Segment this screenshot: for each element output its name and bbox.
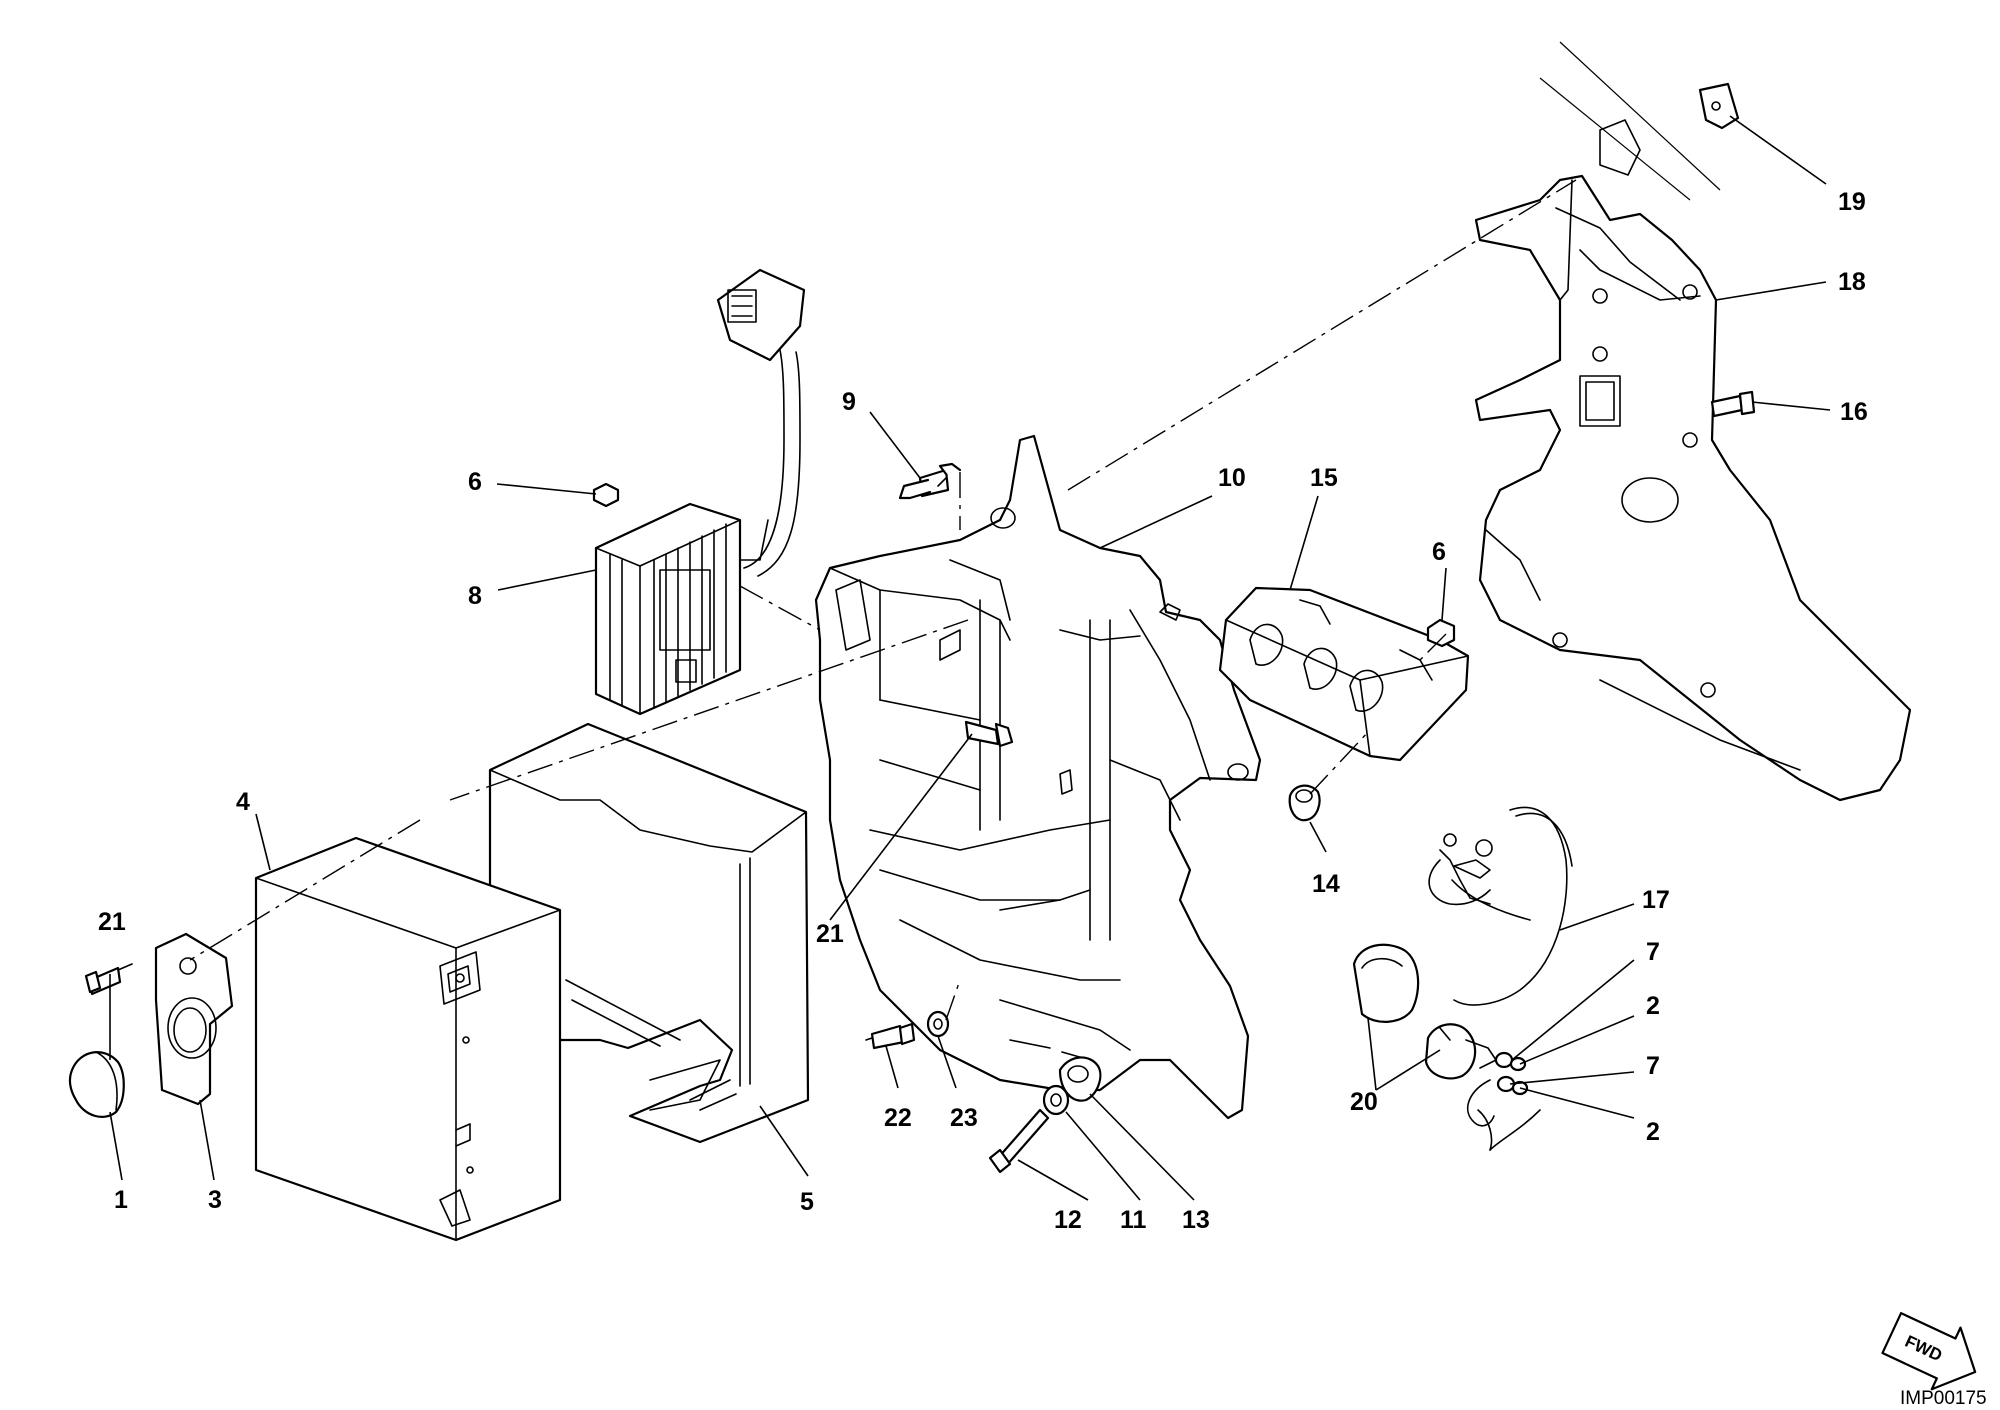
assembly-axis-1 [1067, 179, 1577, 491]
callout-1: 1 [114, 1186, 128, 1214]
bracket-3 [154, 932, 234, 1106]
callout-10: 10 [1218, 464, 1246, 492]
washer-23 [926, 1010, 950, 1038]
callout-labels: 1 3 4 5 6 8 9 10 11 12 13 14 15 6 16 17 … [98, 188, 1868, 1234]
assembly-axis-8 [1419, 633, 1447, 661]
battery-4 [254, 836, 562, 1242]
callout-7-upper: 7 [1646, 938, 1660, 966]
cap-1 [68, 1051, 125, 1118]
assembly-axis-5 [739, 585, 821, 631]
assembly-axis-6 [945, 979, 961, 1021]
fwd-direction-arrow: FWD [1881, 1312, 1977, 1391]
callout-3: 3 [208, 1186, 222, 1214]
battery-tray-10 [814, 434, 1262, 1120]
cable-17 [1428, 806, 1573, 1006]
rubber-13 [1058, 1056, 1102, 1102]
callout-13: 13 [1182, 1206, 1210, 1234]
frame-tube [1539, 41, 1721, 201]
bushing-14 [1288, 784, 1321, 822]
callout-5: 5 [800, 1188, 814, 1216]
relay-20 [1352, 943, 1497, 1080]
callout-19: 19 [1838, 188, 1866, 216]
callout-21-center: 21 [816, 920, 844, 948]
callout-12: 12 [1054, 1206, 1082, 1234]
callout-6-right: 6 [1432, 538, 1446, 566]
nut-6-right [1426, 618, 1456, 648]
rubber-mount-15 [1218, 586, 1470, 762]
callout-14: 14 [1312, 870, 1340, 898]
callout-21-left: 21 [98, 908, 126, 936]
callout-22: 22 [884, 1104, 912, 1132]
callout-2-lower: 2 [1646, 1118, 1660, 1146]
screw-16 [1710, 390, 1756, 418]
assembly-axis-3 [189, 819, 421, 961]
battery-housing-5 [488, 722, 810, 1144]
screw-21-center [964, 720, 1014, 748]
nut-6-left [592, 482, 620, 508]
callout-6-left: 6 [468, 468, 482, 496]
callout-17: 17 [1642, 886, 1670, 914]
callout-11: 11 [1120, 1206, 1147, 1234]
leader-lines [109, 115, 1831, 1201]
assembly-axis-7 [1309, 729, 1371, 795]
callout-9: 9 [842, 388, 856, 416]
voltage-regulator-8 [594, 502, 769, 716]
callout-18: 18 [1838, 268, 1866, 296]
callout-2-upper: 2 [1646, 992, 1660, 1020]
side-panel-18 [1474, 174, 1912, 802]
callout-7-lower: 7 [1646, 1052, 1660, 1080]
assembly-axis-2 [449, 619, 969, 801]
callout-23: 23 [950, 1104, 978, 1132]
callout-15: 15 [1310, 464, 1338, 492]
screw-21-left [84, 963, 133, 996]
bolt-22 [865, 1022, 916, 1050]
nuts-washers-2-7 [1466, 1051, 1541, 1151]
screw-9 [898, 462, 962, 500]
washer-11 [1042, 1084, 1070, 1116]
drawing-code: IMP00175 [1900, 1388, 1987, 1409]
clip-nut-19 [1698, 82, 1740, 130]
regulator-cable-connector [716, 268, 806, 577]
callout-16: 16 [1840, 398, 1868, 426]
callout-4: 4 [236, 788, 250, 816]
callout-8: 8 [468, 582, 482, 610]
screw-12 [988, 1108, 1050, 1174]
callout-20: 20 [1350, 1088, 1378, 1116]
